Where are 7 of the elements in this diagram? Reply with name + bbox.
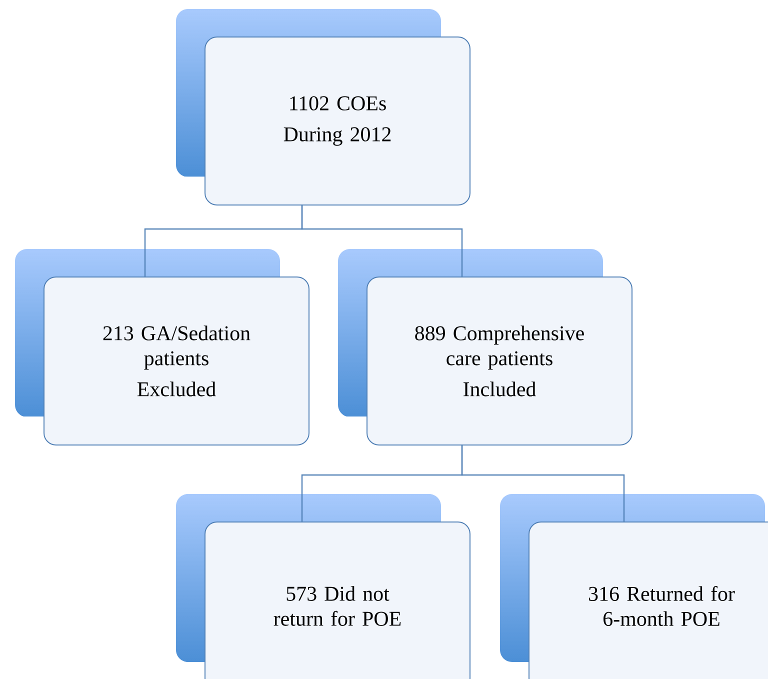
process-box: 1102 COEs During 2012: [204, 36, 470, 206]
process-box: 889 Comprehensive care patients Included: [366, 276, 632, 446]
connector-line: [301, 205, 463, 276]
process-box: 316 Returned for 6-month POE: [528, 521, 768, 679]
process-box: 213 GA/Sedation patients Excluded: [44, 276, 310, 446]
process-box: 573 Did not return for POE: [204, 521, 470, 679]
connector-line: [461, 445, 625, 522]
